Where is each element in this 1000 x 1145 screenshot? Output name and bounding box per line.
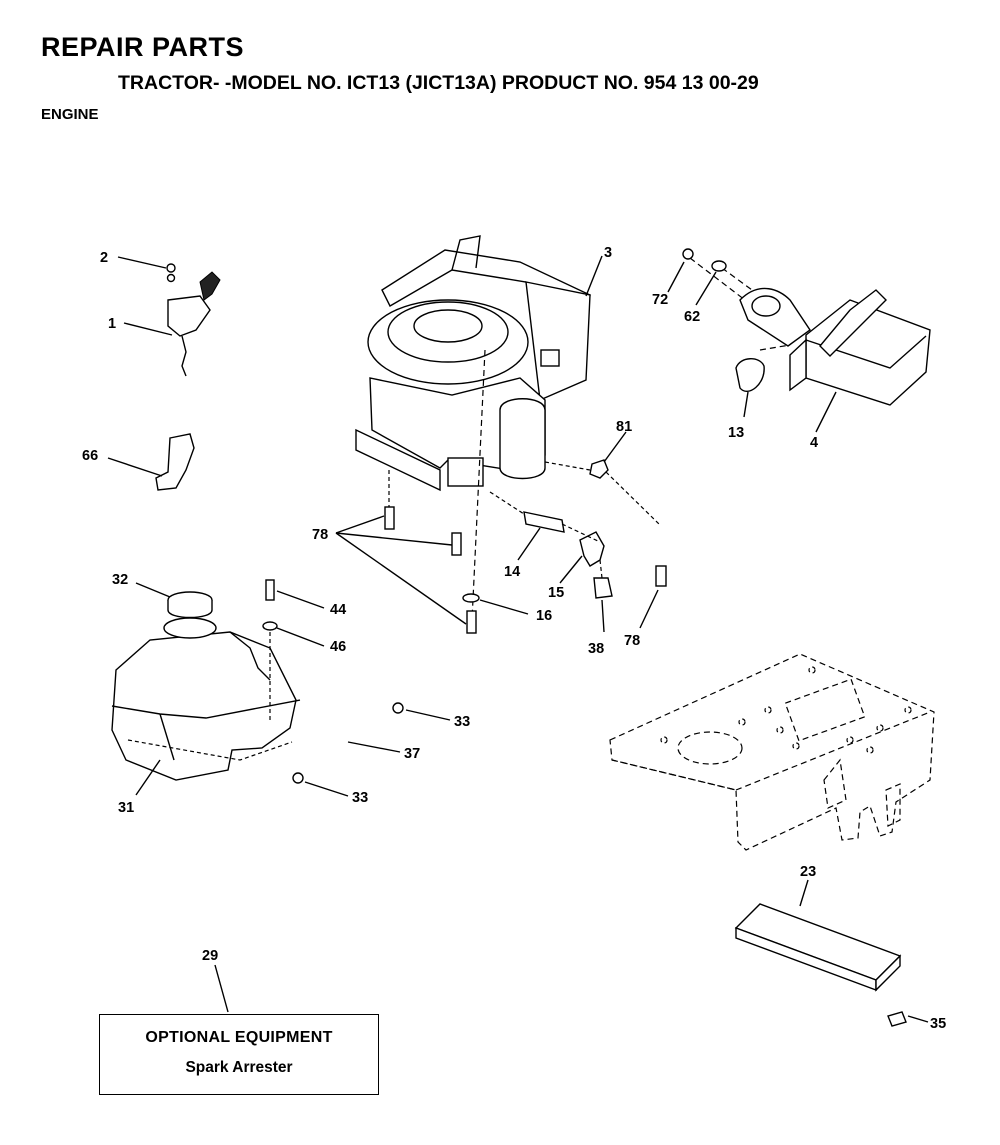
callout-37: 37	[404, 746, 420, 762]
screw-72-part	[682, 248, 694, 260]
callout-15: 15	[548, 585, 564, 601]
washer-46-part	[262, 621, 278, 631]
callout-14: 14	[504, 564, 520, 580]
callout-35: 35	[930, 1016, 946, 1032]
nut-81-part	[589, 459, 609, 479]
callout-23: 23	[800, 864, 816, 880]
bolt-78-set	[384, 470, 477, 634]
fuel-line-part	[292, 702, 404, 784]
fuel-tank-part	[111, 617, 301, 781]
callout-72: 72	[652, 292, 668, 308]
callout-78-right: 78	[624, 633, 640, 649]
engine-part	[355, 235, 591, 492]
optional-equipment-box: OPTIONAL EQUIPMENT Spark Arrester	[99, 1014, 379, 1095]
callout-4: 4	[810, 435, 818, 451]
plate-23-part	[734, 903, 902, 992]
callout-3: 3	[604, 245, 612, 261]
page-title: REPAIR PARTS	[41, 32, 245, 62]
spring-44-part	[265, 579, 275, 601]
section-heading: ENGINE	[41, 106, 99, 123]
callout-33-top: 33	[454, 714, 470, 730]
callout-32: 32	[112, 572, 128, 588]
callout-2: 2	[100, 250, 108, 266]
callout-62: 62	[684, 309, 700, 325]
washer-62-part	[711, 260, 727, 272]
fuel-cap-part	[167, 591, 213, 619]
washer-part	[462, 593, 480, 603]
screw-35-part	[887, 1011, 907, 1027]
fuel-line-fittings	[489, 491, 613, 599]
callout-44: 44	[330, 602, 346, 618]
muffler-part	[689, 257, 931, 406]
callout-33-bottom: 33	[352, 790, 368, 806]
bolt-78-right	[655, 565, 667, 587]
chassis-frame-part	[609, 653, 935, 851]
callout-66: 66	[82, 448, 98, 464]
callout-1: 1	[108, 316, 116, 332]
callout-13: 13	[728, 425, 744, 441]
callout-78-left: 78	[312, 527, 328, 543]
throttle-control-part	[166, 263, 221, 377]
callout-81: 81	[616, 419, 632, 435]
callout-38: 38	[588, 641, 604, 657]
model-subtitle: TRACTOR- -MODEL NO. ICT13 (JICT13A) PROD…	[118, 72, 759, 94]
callout-16: 16	[536, 608, 552, 624]
callout-31: 31	[118, 800, 134, 816]
optional-equipment-heading: OPTIONAL EQUIPMENT	[145, 1029, 333, 1046]
callout-29: 29	[202, 948, 218, 964]
callout-46: 46	[330, 639, 346, 655]
bracket-part	[155, 433, 195, 491]
optional-equipment-item: Spark Arrester	[185, 1059, 293, 1076]
